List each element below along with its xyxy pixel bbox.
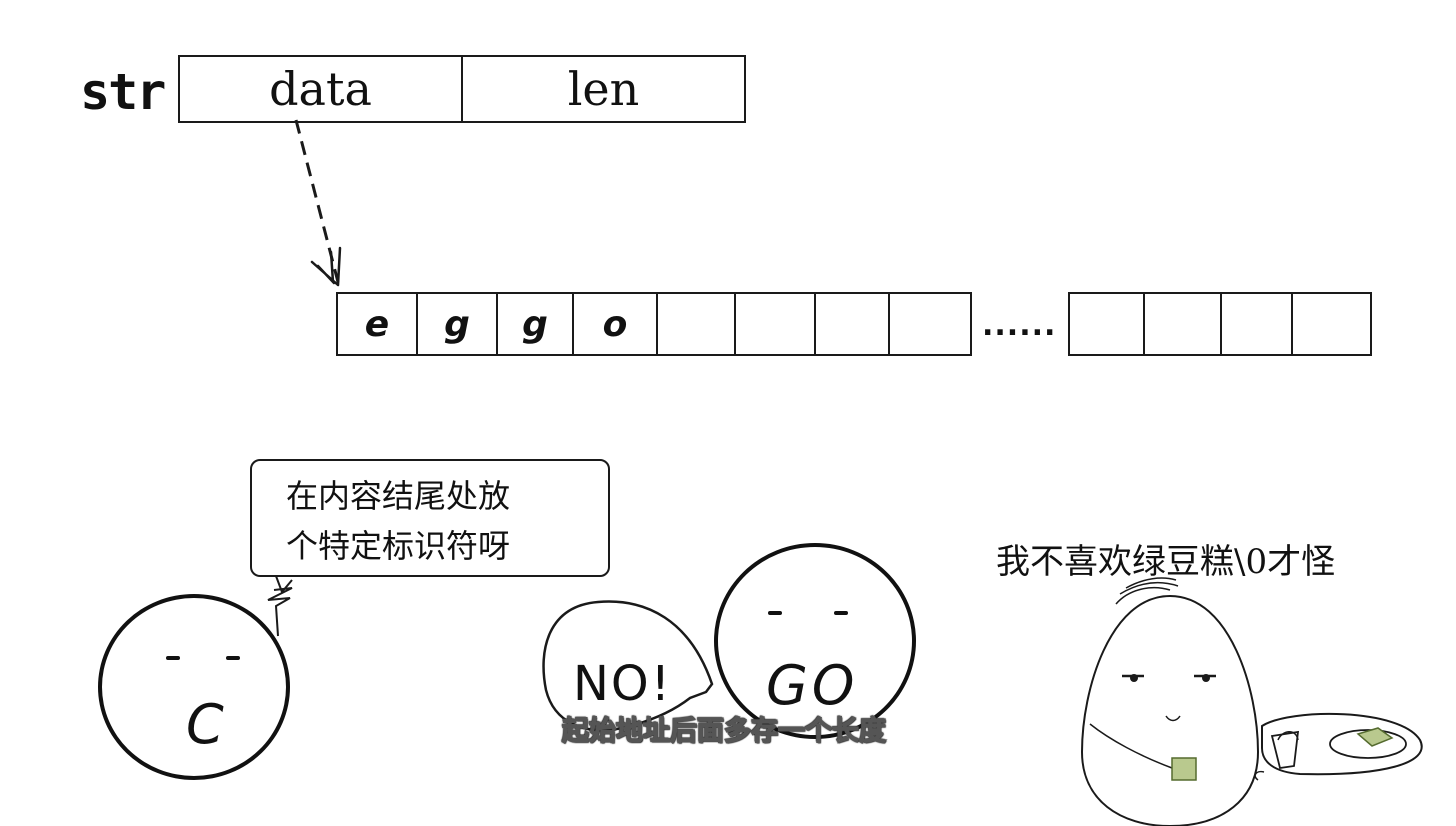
memory-cell: o	[574, 294, 658, 354]
video-subtitle: 起始地址后面多存一个长度	[561, 715, 886, 747]
memory-cell	[1145, 294, 1222, 354]
memory-cell	[736, 294, 816, 354]
speech-line-1: 在内容结尾处放	[286, 477, 511, 515]
memory-cell	[816, 294, 890, 354]
c-speech-bubble: 在内容结尾处放 个特定标识符呀	[250, 459, 610, 577]
go-face-letter: GO	[766, 654, 859, 717]
no-exclamation: NO!	[573, 656, 672, 712]
right-eye	[834, 611, 848, 615]
go-face: GO	[714, 543, 916, 739]
right-eye	[226, 656, 240, 660]
speech-line-2: 个特定标识符呀	[286, 527, 511, 565]
left-eye	[166, 656, 180, 660]
struct-field-len: len	[567, 62, 640, 116]
memory-cell	[658, 294, 736, 354]
memory-cell	[1222, 294, 1293, 354]
pointer-arrow-head	[310, 246, 342, 287]
egg-caption: 我不喜欢绿豆糕\0才怪	[996, 542, 1336, 582]
memory-cell	[1070, 294, 1145, 354]
no-speech-bubble	[542, 600, 714, 732]
egg-character	[1080, 577, 1423, 826]
struct-box: data len	[178, 55, 746, 123]
c-face-letter: C	[186, 693, 224, 756]
memory-cell: e	[338, 294, 418, 354]
c-face: C	[98, 594, 290, 780]
memory-cell: g	[498, 294, 574, 354]
struct-name-label: str	[80, 63, 166, 121]
speech-squiggle	[267, 587, 293, 637]
left-eye	[768, 611, 782, 615]
struct-field-data: data	[180, 57, 463, 121]
memory-cell: g	[418, 294, 498, 354]
memory-cells-end	[1068, 292, 1372, 356]
memory-ellipsis: ......	[982, 308, 1057, 343]
mung-bean-cake-held	[1171, 757, 1197, 781]
memory-cells-start: e g g o	[336, 292, 972, 356]
mung-bean-cake-plate	[1356, 727, 1394, 747]
